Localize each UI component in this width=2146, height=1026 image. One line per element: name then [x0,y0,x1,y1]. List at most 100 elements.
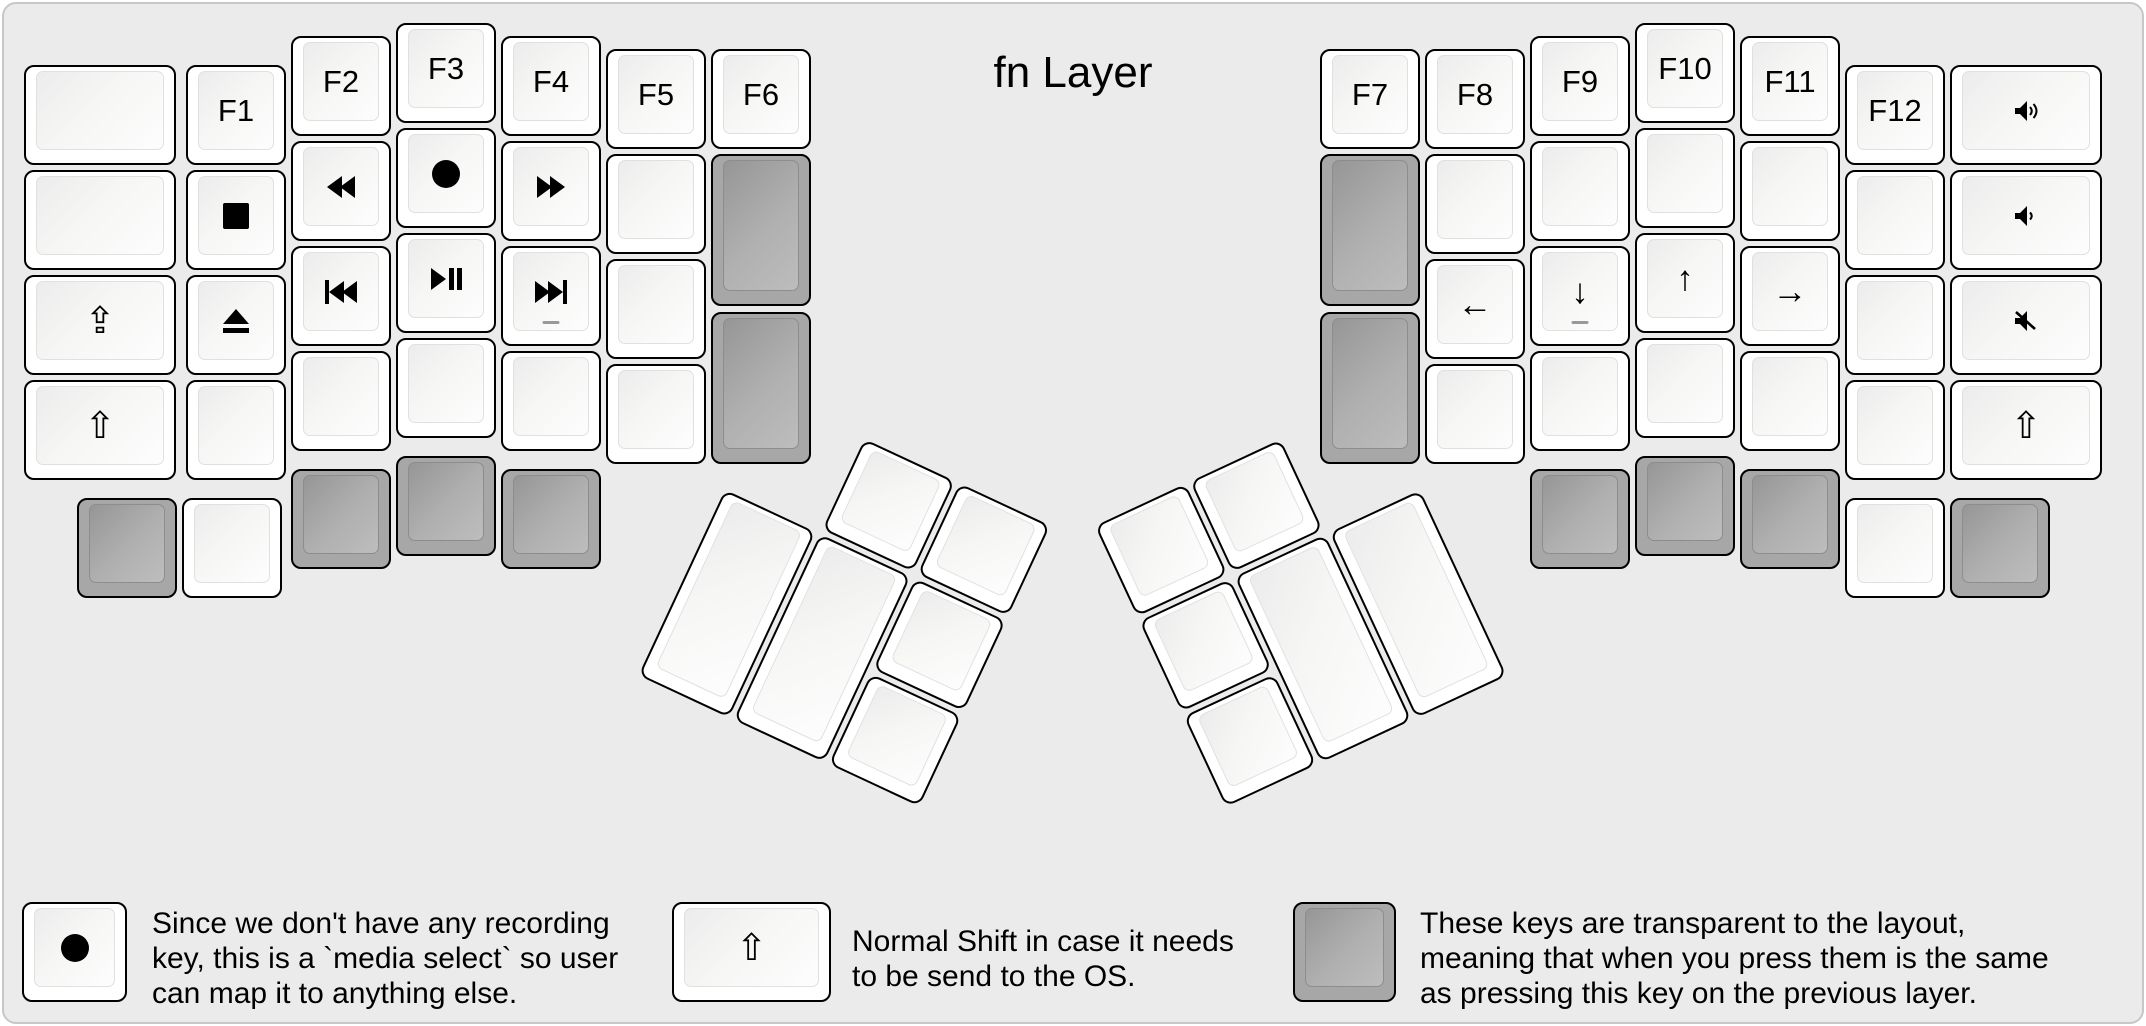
key-blank [606,259,706,359]
key-blank [1635,338,1735,438]
key-blank [606,154,706,254]
key-f11-top: F11 [1752,42,1828,121]
key-transparent-top [1332,160,1408,291]
key-transparent [711,312,811,464]
key-f5-label: F5 [637,77,675,112]
key-blank [1530,141,1630,241]
key-blank-top [303,357,379,436]
key-transparent-top [513,475,589,554]
key-f11: F11 [1740,36,1840,136]
key-transparent [77,498,177,598]
key-rewind [291,141,391,241]
key-blank [24,170,176,270]
key-blank-top [1437,160,1513,239]
key-volume-down-top [1962,176,2090,255]
key-arrow-left: ← [1425,259,1525,359]
key-f5: F5 [606,49,706,149]
key-blank [1425,364,1525,464]
key-blank [606,364,706,464]
key-transparent [1530,469,1630,569]
key-f9: F9 [1530,36,1630,136]
key-blank-top [1857,281,1933,360]
key-blank-top [618,160,694,239]
key-blank-top [36,71,164,150]
key-play-pause [396,233,496,333]
key-f4: F4 [501,36,601,136]
key-play-pause-top [408,239,484,318]
key-blank-top [1152,589,1255,694]
key-f10: F10 [1635,23,1735,123]
key-f2-top: F2 [303,42,379,121]
key-arrow-down-top: ↓ [1542,252,1618,331]
key-blank [1740,351,1840,451]
key-blank [291,351,391,451]
key-blank-top [839,449,942,554]
key-arrow-up: ↑ [1635,233,1735,333]
key-f7: F7 [1320,49,1420,149]
legend-text-line: Since we don't have any recording [152,907,610,940]
key-blank-top [1542,357,1618,436]
key-blank [1740,141,1840,241]
key-blank-top [934,493,1037,598]
key-blank-top [1203,449,1306,554]
key-stop [186,170,286,270]
key-transparent-top [1542,475,1618,554]
key-blank-top [1108,494,1211,598]
key-arrow-right-top: → [1752,252,1828,331]
key-f8-top: F8 [1437,55,1513,134]
key-f7-label: F7 [1351,77,1389,112]
key-transparent [1740,469,1840,569]
key-f1-top: F1 [198,71,274,150]
key-record [396,128,496,228]
layer-title: fn Layer [993,48,1153,97]
key-blank-top [1542,147,1618,226]
key-f9-top: F9 [1542,42,1618,121]
key-f1-label: F1 [217,93,255,128]
stop-icon [223,202,249,229]
skip-back-icon [325,279,357,304]
fast-forward-icon [537,175,565,198]
key-f4-label: F4 [532,64,570,99]
key-blank-top [1647,344,1723,423]
legend-text-line: meaning that when you press them is the … [1420,942,2049,975]
key-shift-label: ⇧ [2010,405,2042,446]
key-next-track [501,246,601,346]
key-blank-top [845,684,949,788]
key-f8: F8 [1425,49,1525,149]
key-f5-top: F5 [618,55,694,134]
key-volume-up [1950,65,2102,165]
legend-text-line: These keys are transparent to the layout… [1420,907,1966,940]
key-shift-top: ⇧ [36,386,164,465]
legend-key-record [22,902,127,1002]
key-f10-label: F10 [1658,51,1712,86]
key-f6-label: F6 [742,77,780,112]
key-f10-top: F10 [1647,29,1723,108]
key-arrow-down: ↓ [1530,246,1630,346]
key-f3-label: F3 [427,51,465,86]
vol-up-icon [2011,98,2041,124]
key-blank [1845,380,1945,480]
key-eject-top [198,281,274,360]
key-arrow-left-top: ← [1437,265,1513,344]
key-transparent [711,154,811,306]
key-blank-top [618,265,694,344]
key-transparent [1320,312,1420,464]
legend-key-shift-top: ⇧ [684,908,819,987]
key-capslock-top: ⇪ [36,281,164,360]
legend-key-shift-label: ⇧ [735,927,767,968]
key-blank [501,351,601,451]
key-capslock-label: ⇪ [84,300,116,341]
key-arrow-up-top: ↑ [1647,239,1723,318]
key-transparent [396,456,496,556]
key-transparent-top [1647,462,1723,541]
legend-key-transparent [1293,902,1396,1002]
key-rewind-top [303,147,379,226]
key-volume-up-top [1962,71,2090,150]
key-volume-down [1950,170,2102,270]
key-shift: ⇧ [24,380,176,480]
key-blank [1530,351,1630,451]
key-blank-top [1752,147,1828,226]
eject-icon [223,308,249,333]
